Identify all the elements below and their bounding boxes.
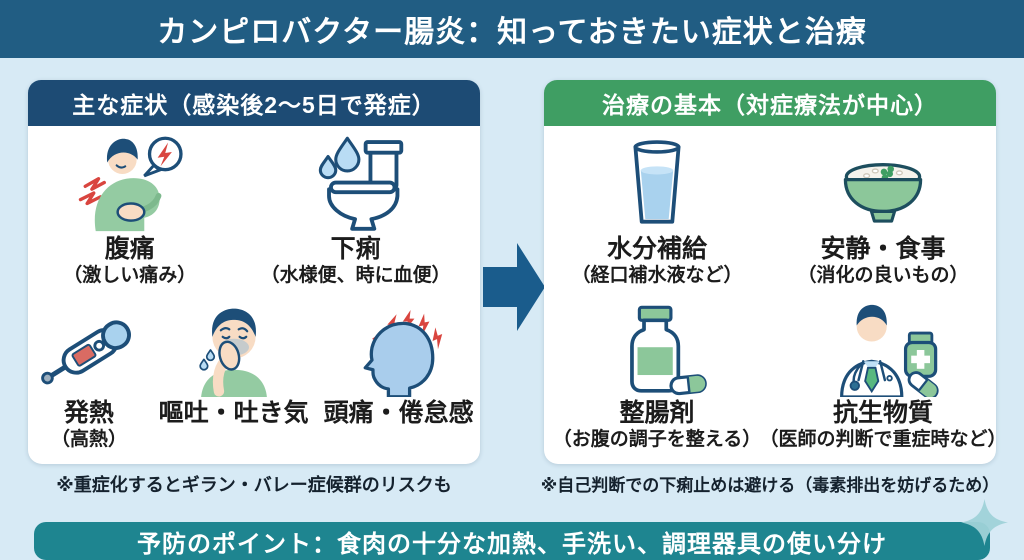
treatment-row-1: 水分補給 （経口補水液など） xyxy=(544,126,996,295)
treatment-name: 水分補給 xyxy=(606,235,707,263)
toilet-icon xyxy=(303,132,409,234)
symptom-name: 頭痛・倦怠感 xyxy=(323,399,474,427)
treatment-name: 整腸剤 xyxy=(619,399,695,427)
symptoms-panel-header: 主な症状（感染後2〜5日で発症） xyxy=(28,80,480,126)
title-banner: カンピロバクター腸炎：知っておきたい症状と治療 xyxy=(0,0,1024,58)
vomiting-person-icon xyxy=(182,301,286,398)
treatment-row-2: 整腸剤 （お腹の調子を整える） xyxy=(544,295,1007,464)
treatment-detail: （お腹の調子を整える） xyxy=(552,429,762,450)
water-glass-icon xyxy=(612,132,702,234)
symptom-name: 下痢 xyxy=(330,235,381,263)
thermometer-icon xyxy=(28,301,150,398)
symptom-item-fever: 発熱 （高熱） xyxy=(28,301,150,453)
symptom-item-diarrhea: 下痢 （水様便、時に血便） xyxy=(231,132,480,289)
treatment-item-antibiotics: 抗生物質 （医師の判断で重症時など） xyxy=(760,301,1007,453)
symptom-name: 腹痛 xyxy=(104,235,155,263)
treatment-item-rest-diet: 安静・食事 （消化の良いもの） xyxy=(770,132,996,289)
treatment-name: 抗生物質 xyxy=(832,399,933,427)
symptom-detail: （激しい痛み） xyxy=(63,265,197,286)
sparkle-icon xyxy=(961,499,1008,546)
treatment-detail: （医師の判断で重症時など） xyxy=(759,429,1007,450)
symptom-item-vomiting: 嘔吐・吐き気 xyxy=(150,301,317,428)
treatment-item-probiotics: 整腸剤 （お腹の調子を整える） xyxy=(544,301,770,453)
prevention-text: 予防のポイント：食肉の十分な加熱、手洗い、調理器具の使い分け xyxy=(137,530,887,558)
page-title: カンピロバクター腸炎：知っておきたい症状と治療 xyxy=(157,16,867,49)
symptom-detail: （水様便、時に血便） xyxy=(260,265,451,286)
symptom-item-headache: 頭痛・倦怠感 xyxy=(317,301,480,428)
treatment-panel: 治療の基本（対症療法が中心） 水分補給 （経口補水液など） xyxy=(544,80,1007,464)
symptoms-panel-body: 腹痛 （激しい痛み） xyxy=(28,126,480,464)
rice-porridge-bowl-icon xyxy=(830,132,936,234)
treatment-note: ※自己判断での下痢止めは避ける（毒素排出を妨げるため） xyxy=(540,476,1000,495)
symptoms-panel: 主な症状（感染後2〜5日で発症） xyxy=(28,80,480,464)
treatment-name: 安静・食事 xyxy=(820,235,946,263)
treatment-panel-header: 治療の基本（対症療法が中心） xyxy=(544,80,996,126)
treatment-panel-body: 水分補給 （経口補水液など） xyxy=(544,126,1007,464)
treatment-detail: （消化の良いもの） xyxy=(797,265,969,286)
symptoms-row-2: 発熱 （高熱） xyxy=(28,295,480,464)
abdominal-pain-icon xyxy=(71,132,189,234)
medicine-bottle-icon xyxy=(606,301,708,398)
headache-head-icon xyxy=(345,301,453,398)
symptom-detail: （高熱） xyxy=(51,429,128,450)
symptom-name: 嘔吐・吐き気 xyxy=(158,399,309,427)
right-arrow-icon xyxy=(483,243,545,331)
symptoms-row-1: 腹痛 （激しい痛み） xyxy=(28,126,480,295)
symptom-item-abdominal-pain: 腹痛 （激しい痛み） xyxy=(28,132,231,289)
symptom-name: 発熱 xyxy=(64,399,115,427)
symptoms-note: ※重症化するとギラン・バレー症候群のリスクも xyxy=(56,475,452,495)
prevention-banner: 予防のポイント：食肉の十分な加熱、手洗い、調理器具の使い分け xyxy=(34,522,990,560)
doctor-icon xyxy=(826,301,940,398)
treatment-item-hydration: 水分補給 （経口補水液など） xyxy=(544,132,770,289)
treatment-detail: （経口補水液など） xyxy=(571,265,743,286)
